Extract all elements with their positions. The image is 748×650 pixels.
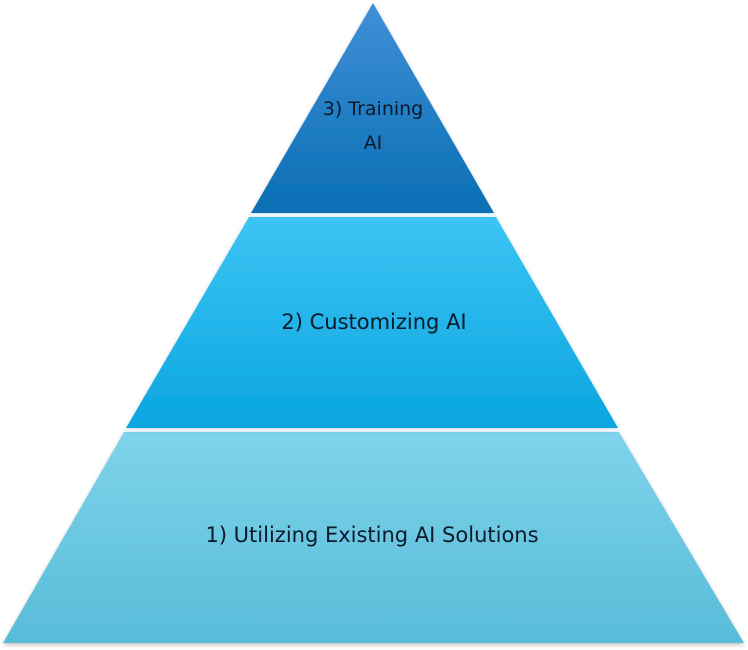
tier-2-shape: [126, 217, 618, 428]
tier-3-label-line2: AI: [363, 132, 383, 154]
tier-1-shape: [3, 432, 744, 643]
tier-1-label: 1) Utilizing Existing AI Solutions: [205, 523, 539, 547]
tier-3-shape: [251, 3, 494, 213]
tier-3-label: 3) Training AI: [273, 92, 473, 160]
tier-2-label: 2) Customizing AI: [281, 310, 467, 334]
tier-3-label-line1: 3) Training: [322, 98, 424, 120]
